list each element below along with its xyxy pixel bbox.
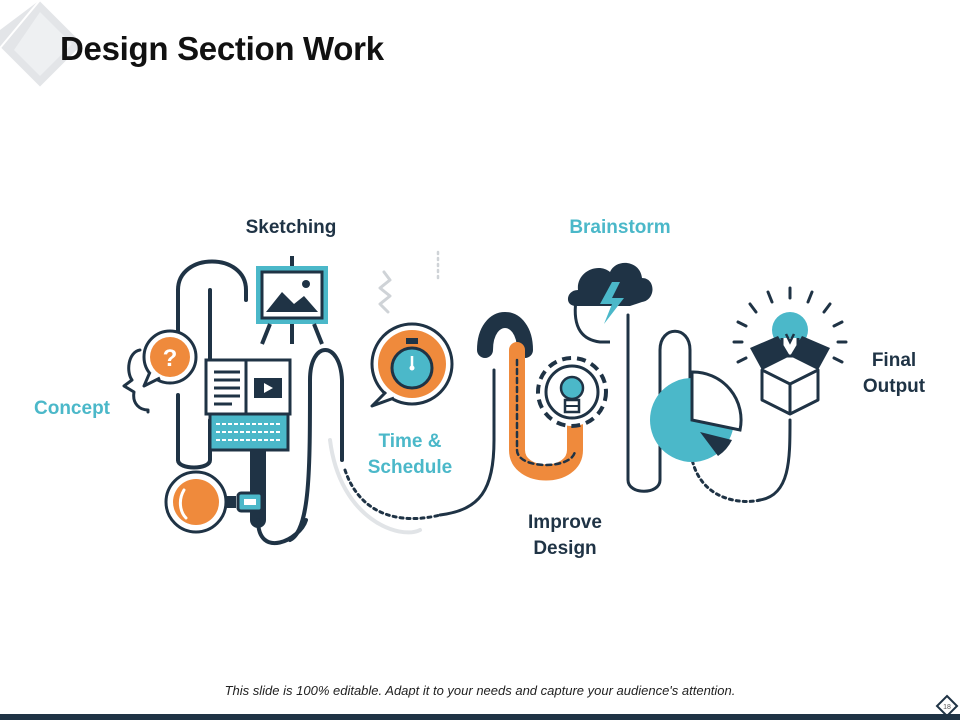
box-lightbulb-icon xyxy=(732,286,848,416)
magnifier-icon xyxy=(164,470,264,534)
label-final-output-line1: Final xyxy=(871,350,917,371)
brainstorm-cloud-icon xyxy=(567,262,653,344)
page-number: 18 xyxy=(943,704,951,711)
gear-bulb-icon xyxy=(536,356,608,428)
process-path xyxy=(122,250,792,545)
label-brainstorm: Brainstorm xyxy=(569,217,671,238)
label-improve-design-line2: Design xyxy=(533,538,597,559)
question-mark-glyph: ? xyxy=(163,345,178,372)
easel-icon xyxy=(256,256,328,345)
footer-note: This slide is 100% editable. Adapt it to… xyxy=(224,683,736,698)
label-improve-design: Improve Design xyxy=(505,510,625,562)
book-laptop-icon xyxy=(204,358,292,452)
pie-chart-icon xyxy=(650,370,743,462)
label-final-output: Final Output xyxy=(848,348,940,400)
slide-title: Design Section Work xyxy=(60,30,384,67)
question-bubble-icon xyxy=(142,329,198,388)
label-time-schedule: Time & Schedule xyxy=(350,429,470,481)
bottom-bar xyxy=(0,714,960,720)
label-final-output-line2: Output xyxy=(862,376,926,397)
label-improve-design-line1: Improve xyxy=(528,512,602,533)
label-concept: Concept xyxy=(34,398,110,419)
label-sketching: Sketching xyxy=(245,217,337,238)
label-time-schedule-line1: Time & xyxy=(378,431,442,452)
stopwatch-icon xyxy=(370,322,454,408)
label-time-schedule-line2: Schedule xyxy=(367,457,453,478)
corner-diamond-decoration xyxy=(0,0,86,90)
